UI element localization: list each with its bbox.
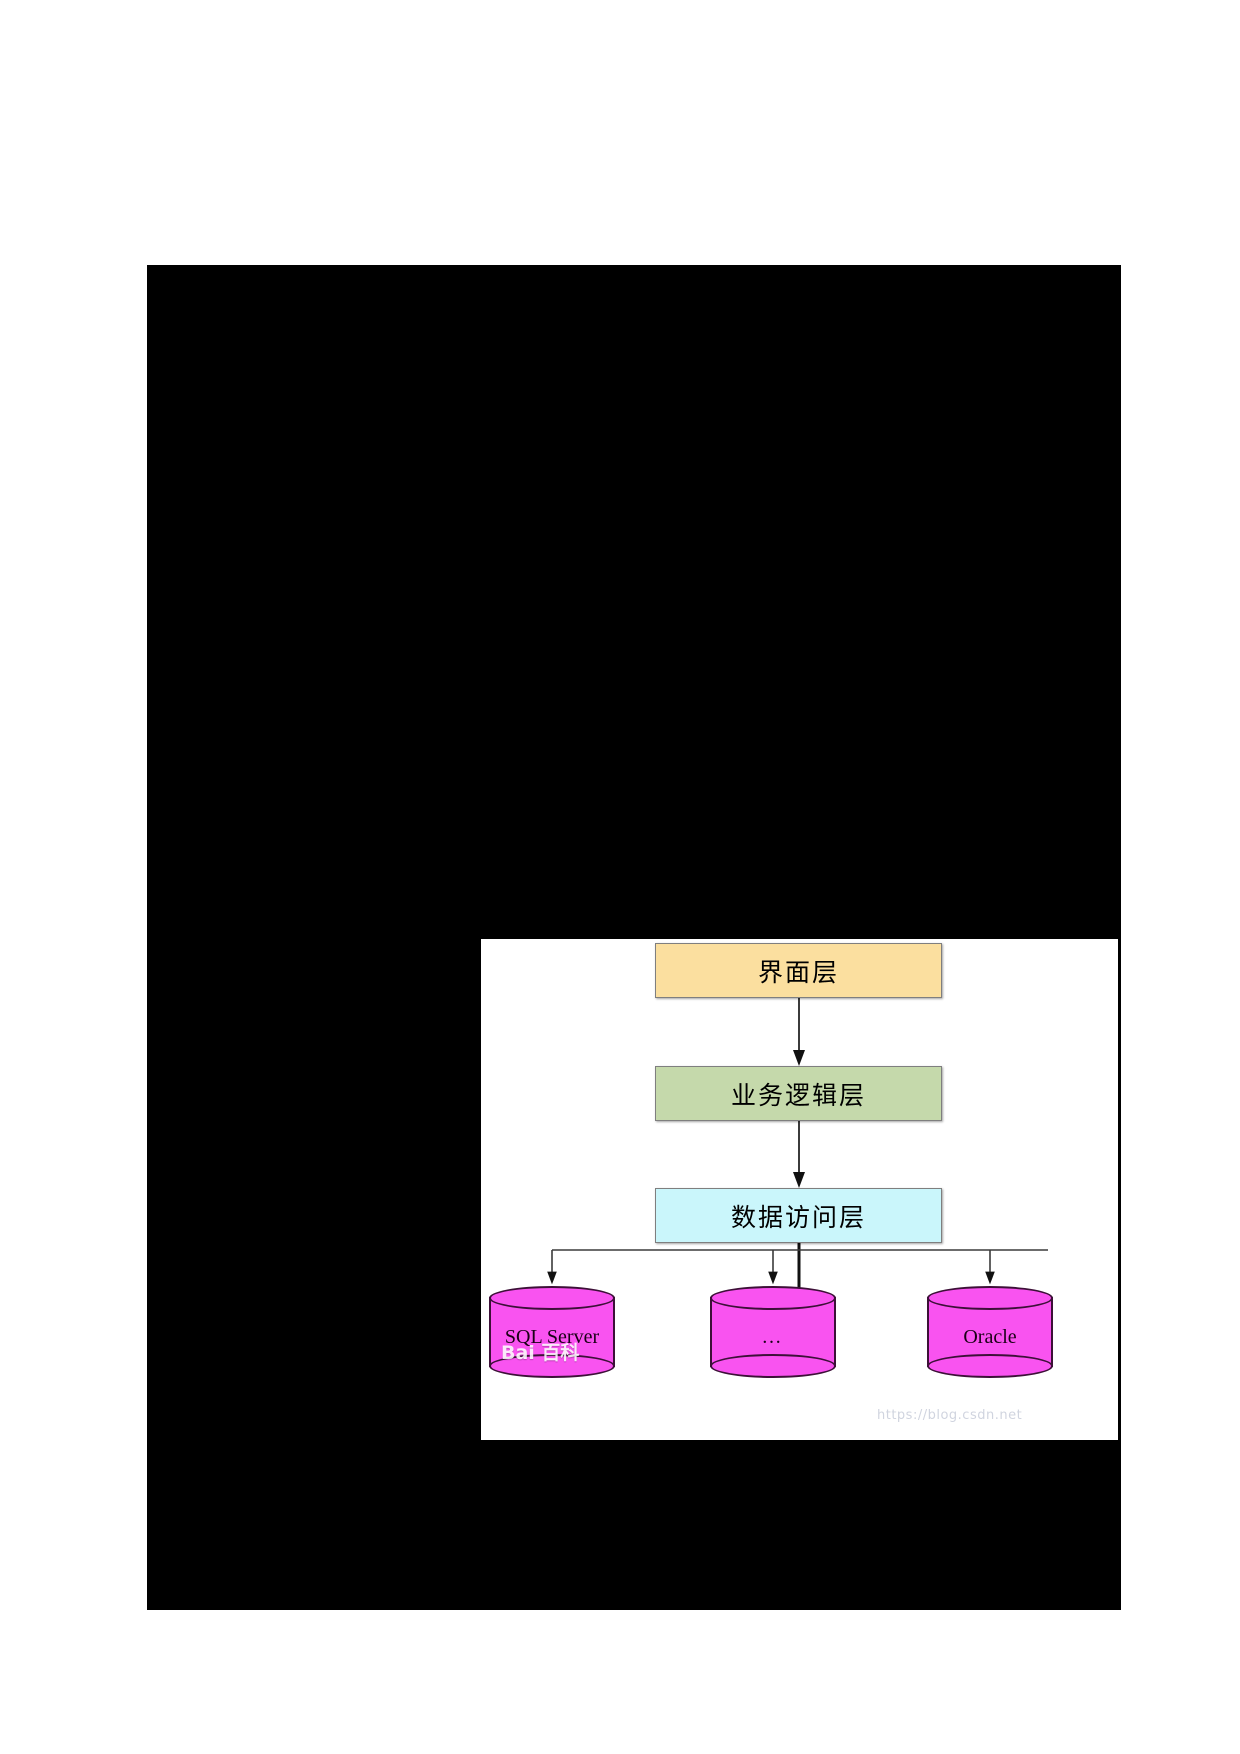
database-cylinder-sql-server: SQL Server [489, 1286, 615, 1378]
layer-box-ui: 界面层 [655, 943, 942, 998]
baidu-watermark-text: Bai 百科 [501, 1342, 580, 1364]
cylinder-bottom-ellipse [927, 1354, 1053, 1378]
database-label-oracle: Oracle [963, 1326, 1017, 1348]
layer-box-business: 业务逻辑层 [655, 1066, 942, 1121]
cylinder-bottom-ellipse [710, 1354, 836, 1378]
cylinder-top-ellipse [710, 1286, 836, 1310]
database-label-ellipsis: … [761, 1326, 785, 1348]
layer-label-ui: 界面层 [757, 957, 839, 987]
cylinder-top-ellipse [489, 1286, 615, 1310]
database-label-sql-server: SQL Server [504, 1326, 600, 1348]
layer-box-data-access: 数据访问层 [655, 1188, 942, 1243]
baidu-baike-watermark: Bai 百科 [501, 1338, 579, 1365]
database-cylinder-ellipsis: … [710, 1286, 836, 1378]
layer-label-business: 业务逻辑层 [730, 1080, 866, 1110]
site-url-watermark: https://blog.csdn.net [877, 1408, 1023, 1423]
database-cylinder-oracle: Oracle [927, 1286, 1053, 1378]
content-block: 界面层 业务逻辑层 数据访问层 SQL Server … [147, 265, 1121, 1610]
architecture-diagram: 界面层 业务逻辑层 数据访问层 SQL Server … [481, 939, 1118, 1440]
cylinder-bottom-ellipse [489, 1354, 615, 1378]
cylinder-top-ellipse [927, 1286, 1053, 1310]
layer-label-data-access: 数据访问层 [730, 1202, 866, 1232]
